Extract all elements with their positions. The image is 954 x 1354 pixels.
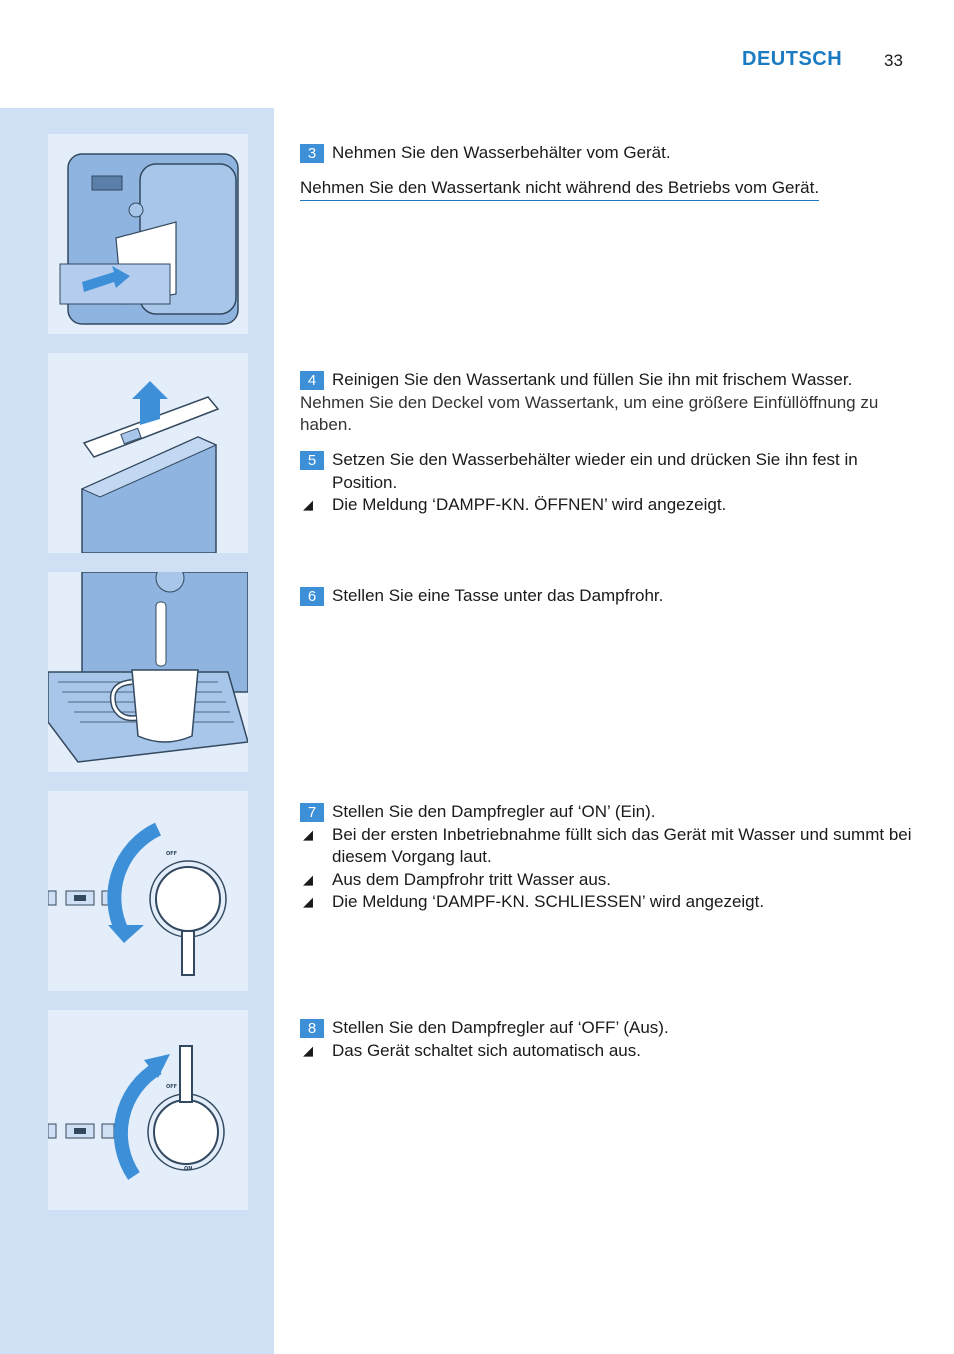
bullet-icon: ◢ xyxy=(303,1042,313,1058)
step-instruction: Reinigen Sie den Wassertank und füllen S… xyxy=(332,370,853,389)
illustration-clean-water-tank xyxy=(48,353,248,553)
step-3: 3 Nehmen Sie den Wasserbehälter vom Gerä… xyxy=(300,142,920,201)
panel-pointer xyxy=(248,798,274,818)
step-instruction: Stellen Sie den Dampfregler auf ‘OFF’ (A… xyxy=(332,1018,669,1037)
page-number: 33 xyxy=(884,51,903,70)
step-result: Bei der ersten Inbetriebnahme füllt sich… xyxy=(332,824,912,867)
step-number-badge: 8 xyxy=(300,1019,324,1038)
bullet-icon: ◢ xyxy=(303,497,313,512)
step-5: 5 Setzen Sie den Wasserbehälter wieder e… xyxy=(300,449,920,517)
bullet-icon: ◢ xyxy=(303,826,313,842)
language-label: DEUTSCH xyxy=(742,48,843,70)
step-number-badge: 4 xyxy=(300,371,324,390)
step-6: 6 Stellen Sie eine Tasse unter das Dampf… xyxy=(300,585,920,608)
knob-on-label: ON xyxy=(184,1166,192,1172)
knob-off-label: OFF xyxy=(166,1084,177,1090)
bullet-icon: ◢ xyxy=(303,894,313,909)
step-result: Aus dem Dampfrohr tritt Wasser aus. xyxy=(332,869,612,889)
panel-pointer xyxy=(248,360,274,380)
step-result: Die Meldung ‘DAMPF-KN. ÖFFNEN’ wird ange… xyxy=(332,495,727,514)
bullet-icon: ◢ xyxy=(303,871,313,887)
illustration-steam-knob-on: OFF xyxy=(48,791,248,991)
step-result: Das Gerät schaltet sich automatisch aus. xyxy=(332,1040,641,1060)
step-number-badge: 7 xyxy=(300,803,324,822)
step-number-badge: 5 xyxy=(300,451,324,470)
step-number-badge: 3 xyxy=(300,144,324,163)
step-result: Die Meldung ‘DAMPF-KN. SCHLIESSEN’ wird … xyxy=(332,892,765,911)
step-instruction: Stellen Sie den Dampfregler auf ‘ON’ (Ei… xyxy=(332,802,656,821)
step-instruction: Setzen Sie den Wasserbehälter wieder ein… xyxy=(332,450,858,492)
step-instruction: Nehmen Sie den Wasserbehälter vom Gerät. xyxy=(332,143,671,162)
step-8: 8 Stellen Sie den Dampfregler auf ‘OFF’ … xyxy=(300,1017,920,1062)
step-4: 4 Reinigen Sie den Wassertank und füllen… xyxy=(300,369,920,437)
panel-pointer xyxy=(248,1017,274,1037)
panel-pointer xyxy=(248,140,274,160)
warning-text: Nehmen Sie den Wassertank nicht während … xyxy=(300,177,820,201)
step-note: Nehmen Sie den Deckel vom Wassertank, um… xyxy=(300,392,879,435)
step-number-badge: 6 xyxy=(300,587,324,606)
panel-pointer xyxy=(248,579,274,599)
step-instruction: Stellen Sie eine Tasse unter das Dampfro… xyxy=(332,586,664,605)
illustration-remove-water-tank xyxy=(48,134,248,334)
illustration-cup-under-steam-wand xyxy=(48,572,248,772)
knob-off-label: OFF xyxy=(166,851,177,857)
illustration-steam-knob-off: OFF ON xyxy=(48,1010,248,1210)
step-7: 7 Stellen Sie den Dampfregler auf ‘ON’ (… xyxy=(300,801,920,914)
